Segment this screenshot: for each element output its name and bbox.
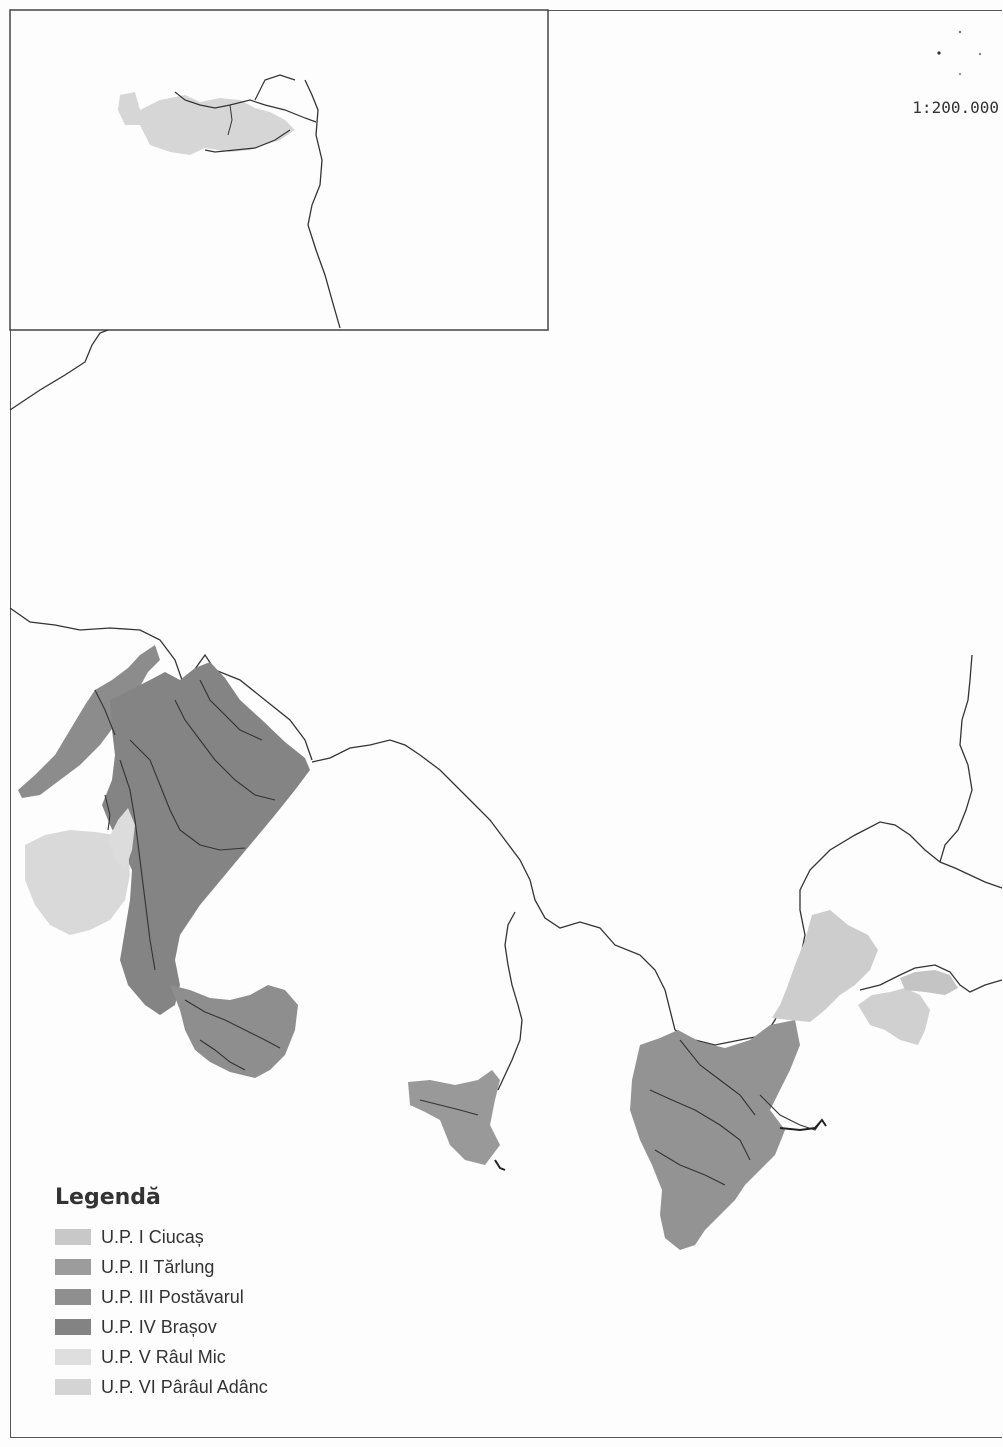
legend: Legendă U.P. I Ciucaș U.P. II Tărlung U.… xyxy=(55,1185,268,1402)
legend-swatch xyxy=(55,1289,91,1305)
area-paraul-adanc xyxy=(858,988,930,1045)
legend-item-postavarul: U.P. III Postăvarul xyxy=(55,1282,268,1312)
area-postavarul-east xyxy=(630,1020,800,1250)
legend-item-tarlung: U.P. II Tărlung xyxy=(55,1252,268,1282)
legend-label: U.P. I Ciucaș xyxy=(101,1226,204,1247)
inset-map xyxy=(9,9,549,331)
legend-swatch xyxy=(55,1229,91,1245)
legend-swatch xyxy=(55,1379,91,1395)
legend-label: U.P. VI Pârâul Adânc xyxy=(101,1376,268,1397)
area-paraul-adanc-strip xyxy=(900,970,958,995)
legend-item-brasov: U.P. IV Brașov xyxy=(55,1312,268,1342)
legend-label: U.P. V Râul Mic xyxy=(101,1346,226,1367)
legend-swatch xyxy=(55,1349,91,1365)
legend-item-ciucas: U.P. I Ciucaș xyxy=(55,1222,268,1252)
scale-marker-icon xyxy=(937,30,982,76)
legend-swatch xyxy=(55,1319,91,1335)
area-raul-mic xyxy=(25,830,130,935)
area-brasov-main xyxy=(102,662,310,1015)
area-raul-mic-strip xyxy=(108,808,135,870)
area-postavarul-west xyxy=(18,645,160,798)
legend-swatch xyxy=(55,1259,91,1275)
legend-item-paraul-adanc: U.P. VI Pârâul Adânc xyxy=(55,1372,268,1402)
legend-title: Legendă xyxy=(55,1185,161,1210)
legend-item-raul-mic: U.P. V Râul Mic xyxy=(55,1342,268,1372)
legend-label: U.P. IV Brașov xyxy=(101,1316,217,1337)
legend-label: U.P. III Postăvarul xyxy=(101,1286,244,1307)
map-boundaries xyxy=(9,329,1003,1091)
forest-units xyxy=(18,645,958,1250)
inset-area-ciucas xyxy=(118,92,295,155)
map-scale: 1:200.000 xyxy=(912,98,999,117)
area-tarlung-mid xyxy=(408,1070,500,1165)
area-ciucas xyxy=(772,910,878,1022)
area-tarlung-south xyxy=(170,985,298,1078)
legend-label: U.P. II Tărlung xyxy=(101,1256,215,1277)
